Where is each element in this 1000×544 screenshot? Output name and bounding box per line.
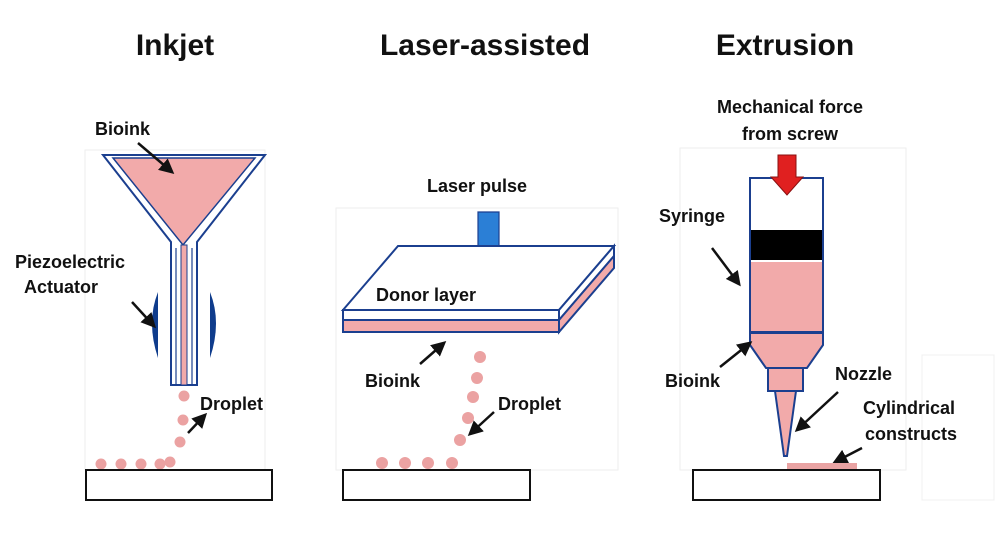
extrusion-substrate: [692, 469, 881, 501]
actuator-arrow: [131, 301, 157, 329]
droplet: [177, 414, 189, 426]
constructs-label-line2: constructs: [865, 424, 957, 444]
droplet: [164, 456, 176, 468]
droplet: [115, 458, 127, 470]
inkjet-droplets: [95, 390, 190, 470]
laser-panel: Laser-assisted Laser pulse Donor layer B…: [335, 29, 619, 501]
inkjet-substrate: [85, 469, 273, 501]
piezo-actuator-right: [210, 292, 216, 358]
droplet: [474, 351, 486, 363]
droplet: [178, 390, 190, 402]
droplet: [454, 434, 466, 446]
nozzle: [773, 390, 798, 457]
inkjet-droplet-label: Droplet: [200, 394, 263, 414]
laser-bioink-arrow: [419, 341, 447, 365]
syringe-plunger: [751, 230, 822, 260]
extrusion-panel: Extrusion Mechanical force from screw Sy…: [659, 29, 995, 501]
droplet: [399, 457, 411, 469]
nozzle-arrow: [794, 391, 839, 433]
droplet: [376, 457, 388, 469]
extrusion-title: Extrusion: [716, 29, 854, 62]
constructs-arrow: [832, 446, 863, 464]
inkjet-bioink-reservoir: [111, 157, 257, 247]
syringe-label: Syringe: [659, 206, 725, 226]
laser-pulse-label: Laser pulse: [427, 176, 527, 196]
droplet: [467, 391, 479, 403]
droplet: [471, 372, 483, 384]
constructs-label-line1: Cylindrical: [863, 398, 955, 418]
laser-title: Laser-assisted: [380, 29, 590, 62]
actuator-label-line1: Piezoelectric: [15, 252, 125, 272]
droplet: [422, 457, 434, 469]
cylindrical-constructs: [787, 463, 857, 469]
extrusion-bioink-arrow: [719, 341, 753, 368]
donor-layer-front: [342, 309, 560, 321]
laser-droplet-label: Droplet: [498, 394, 561, 414]
inkjet-panel: Inkjet Bioink Piezoelectric Actuator Dro…: [15, 29, 273, 501]
laser-droplets: [376, 351, 486, 469]
syringe-hub: [767, 367, 804, 392]
inkjet-bioink-channel: [180, 244, 188, 386]
droplet: [154, 458, 166, 470]
droplet: [462, 412, 474, 424]
force-label-line2: from screw: [742, 124, 839, 144]
droplet: [446, 457, 458, 469]
actuator-label-line2: Actuator: [24, 277, 98, 297]
laser-droplet-arrow: [467, 411, 495, 437]
force-label-line1: Mechanical force: [717, 97, 863, 117]
inkjet-bioink-label: Bioink: [95, 119, 151, 139]
force-arrow: [769, 154, 805, 196]
droplet: [95, 458, 107, 470]
laser-bioink-label: Bioink: [365, 371, 421, 391]
inkjet-droplet-arrow: [187, 412, 208, 434]
laser-substrate: [342, 469, 531, 501]
inkjet-title: Inkjet: [136, 29, 214, 62]
syringe-taper: [749, 332, 824, 369]
syringe-bioink: [751, 262, 822, 332]
inkjet-bioink-arrow: [137, 142, 175, 174]
nozzle-label: Nozzle: [835, 364, 892, 384]
extrusion-bioink-label: Bioink: [665, 371, 721, 391]
side-frame: [921, 354, 995, 501]
droplet: [135, 458, 147, 470]
laser-bioink-layer-side: [558, 253, 615, 335]
donor-layer-label: Donor layer: [376, 285, 476, 305]
laser-bioink-layer-front: [342, 319, 560, 333]
syringe-arrow: [711, 247, 741, 287]
droplet: [174, 436, 186, 448]
